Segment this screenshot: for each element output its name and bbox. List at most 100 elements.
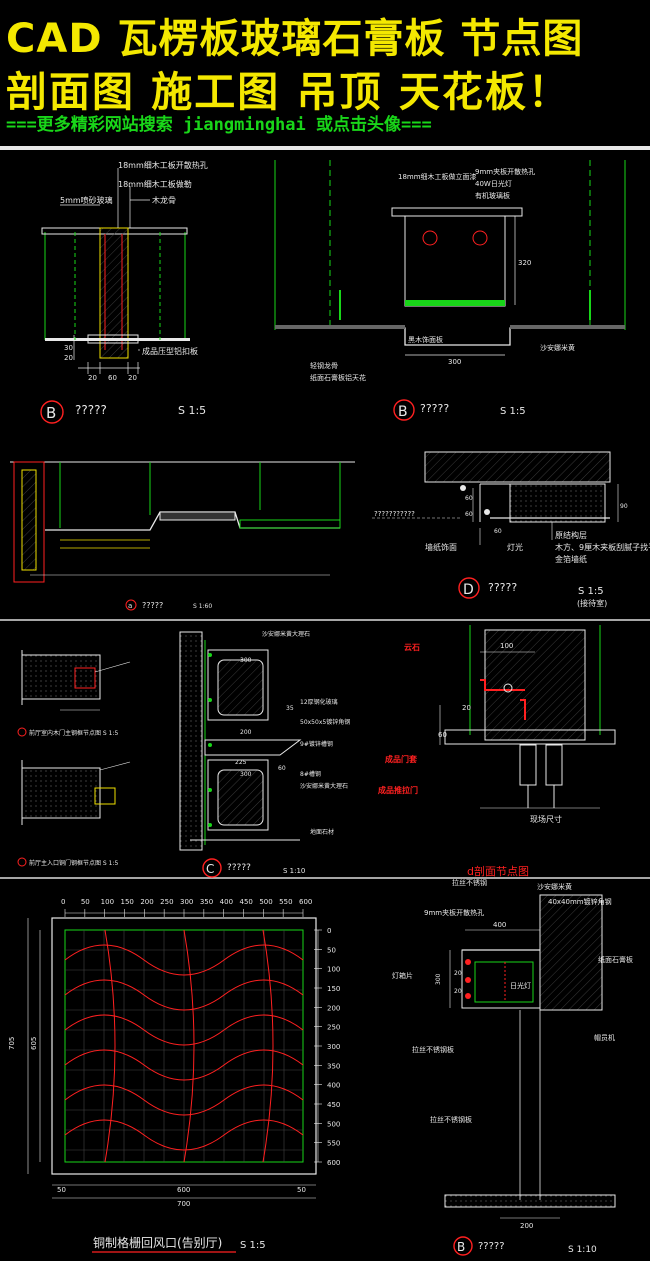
p1-label-glass: 5mm喷砂玻璃	[60, 195, 113, 205]
p4-section-symbol	[458, 577, 480, 599]
p9-label-3: 9mm夹板开散热孔	[424, 908, 484, 917]
p8-top-tick-label: 600	[299, 898, 312, 906]
p8-bottom-dim-3: 50	[297, 1186, 306, 1194]
p9-dim-3: 200	[520, 1222, 533, 1230]
p9-label-9: 拉丝不锈钢板	[412, 1045, 454, 1054]
p5-symbol-1	[17, 727, 27, 737]
p4-label-light: 灯光	[507, 542, 523, 552]
p9-label-7: 日光灯	[510, 981, 531, 990]
p5-symbol-2	[17, 857, 27, 867]
panel-9-d-section-node: d剖面节点图 拉丝不锈钢 沙安娜米黄 9mm夹板开散热孔 40x40mm镀锌角钢…	[392, 864, 633, 1256]
p7-dim-3: 60	[438, 731, 447, 739]
panel-7-door-casing-section: 云石 成品门套 成品推拉门 现场尺寸 100 20 60	[378, 625, 616, 824]
p6-dim-4: 300	[240, 771, 252, 778]
p2-caption: ?????	[420, 402, 449, 415]
p8-right-tick-label: 350	[327, 1062, 340, 1070]
p2-label-5: 黑木饰面板	[408, 335, 443, 344]
p8-left-dim-inner: 605	[30, 1037, 38, 1050]
p8-top-tick-label: 150	[121, 898, 134, 906]
p5-caption-1: 前厅室内木门主钢框节点图 S 1:5	[29, 729, 118, 737]
p3-caption: ?????	[142, 601, 163, 610]
p4-section-letter: D	[463, 582, 474, 598]
p1-label-keel: 木龙骨	[152, 195, 176, 205]
p6-label-4: 8#槽钢	[300, 770, 321, 778]
p7-label-casing: 成品门套	[385, 754, 418, 764]
p1-label-vent-board: 18mm细木工板开散热孔	[118, 160, 208, 170]
p6-label-3: 50x50x5镀锌角钢	[300, 718, 350, 726]
p2-dim-2: 320	[518, 259, 531, 267]
p1-label-aluminum: 成品压型铝扣板	[142, 346, 198, 356]
p8-left-dim-total: 705	[8, 1037, 16, 1050]
p9-label-10: 拉丝不锈钢板	[430, 1115, 472, 1124]
p1-dim-left-2: 20	[64, 354, 73, 362]
p9-caption: ?????	[478, 1241, 505, 1252]
p2-section-symbol	[393, 399, 415, 421]
p6-label-2: 12厚钢化玻璃	[300, 698, 338, 706]
p7-label-sliding-door: 成品推拉门	[378, 785, 418, 795]
banner-title-line2: 剖面图 施工图 吊顶 天花板！	[6, 68, 571, 116]
p8-right-tick-label: 200	[327, 1004, 340, 1012]
p1-dim-3: 20	[128, 374, 137, 382]
p8-top-tick-label: 50	[81, 898, 90, 906]
p8-top-tick-label: 500	[259, 898, 272, 906]
p8-top-tick-label: 550	[279, 898, 292, 906]
p8-right-tick-label: 600	[327, 1159, 340, 1167]
p7-dim-2: 20	[462, 704, 471, 712]
p2-label-8: 沙安娜米黄	[540, 343, 575, 352]
p1-caption: ?????	[75, 403, 107, 417]
p1-section-symbol	[40, 400, 64, 424]
p1-dim-2: 60	[108, 374, 117, 382]
p7-dim-1: 100	[500, 642, 513, 650]
p9-scale: S 1:10	[568, 1245, 597, 1255]
p1-dim-left-1: 30	[64, 344, 73, 352]
p9-label-2: 沙安娜米黄	[537, 882, 572, 891]
p2-label-7: 纸面石膏板铝天花	[310, 373, 366, 382]
p6-section-letter: C	[206, 862, 214, 876]
p6-section-symbol	[202, 858, 222, 878]
p9-label-1: 拉丝不锈钢	[452, 878, 487, 887]
title-banner: CAD 瓦楞板玻璃石膏板 节点图 剖面图 施工图 吊顶 天花板！ ===更多精彩…	[0, 0, 650, 150]
p4-dim-2: 60	[465, 511, 473, 518]
p2-label-1: 18mm细木工板做立面漆	[398, 172, 477, 181]
p9-label-5: 纸面石膏板	[598, 955, 633, 964]
p8-top-tick-label: 350	[200, 898, 213, 906]
p4-dim-3: 90	[620, 503, 628, 510]
p8-top-tick-label: 300	[180, 898, 193, 906]
p2-label-6: 轻钢龙骨	[310, 361, 338, 370]
p8-right-tick-label: 300	[327, 1043, 340, 1051]
p2-dim-1: 300	[448, 358, 461, 366]
p6-scale: S 1:10	[283, 867, 305, 875]
p4-label-gold-foil: 金箔墙纸	[555, 554, 587, 564]
panel-2-light-trough-section: 18mm细木工板做立面漆 9mm夹板开散热孔 40W日光灯 有机玻璃板 黑木饰面…	[274, 160, 626, 421]
p3-scale: S 1:60	[193, 603, 212, 610]
p9-label-4: 40x40mm镀锌角钢	[548, 897, 612, 906]
p9-label-8: 帽员机	[594, 1033, 615, 1042]
p6-label-1: 沙安娜米黄大理石	[262, 630, 310, 638]
p8-title: 铜制格栅回风口(告别厅)	[93, 1235, 222, 1250]
p6-dim-5: 60	[278, 765, 286, 772]
p6-caption: ?????	[227, 863, 251, 873]
p6-dim-2: 200	[240, 729, 252, 736]
banner-title-line1: CAD 瓦楞板玻璃石膏板 节点图	[6, 16, 584, 62]
p8-top-tick-label: 250	[160, 898, 173, 906]
p8-right-tick-label: 550	[327, 1140, 340, 1148]
p4-dim-4: 60	[494, 528, 502, 535]
p2-label-4: 有机玻璃板	[475, 191, 510, 200]
p4-label-structure: 原结构层	[555, 530, 587, 540]
p2-label-2: 9mm夹板开散热孔	[475, 167, 535, 176]
p2-scale: S 1:5	[500, 406, 526, 417]
p8-right-tick-label: 500	[327, 1120, 340, 1128]
p1-dim-1: 20	[88, 374, 97, 382]
banner-search-hint: ===更多精彩网站搜索 jiangminghai 或点击头像===	[6, 115, 432, 135]
p6-dim-1: 300	[240, 657, 252, 664]
panel-1-ceiling-vent-section: 18mm细木工板开散热孔 18mm细木工板做勒 5mm喷砂玻璃 木龙骨 成品压型…	[40, 160, 208, 424]
p4-label-plywood: 木方、9厘木夹板刮腻子找平	[555, 542, 650, 552]
p5-caption-2: 前厅主入口铜门钢框节点图 S 1:5	[29, 859, 118, 867]
p8-bottom-total: 700	[177, 1200, 190, 1208]
p8-right-tick-label: 400	[327, 1082, 340, 1090]
p4-dim-1: 60	[465, 495, 473, 502]
p9-section-symbol	[453, 1236, 473, 1256]
